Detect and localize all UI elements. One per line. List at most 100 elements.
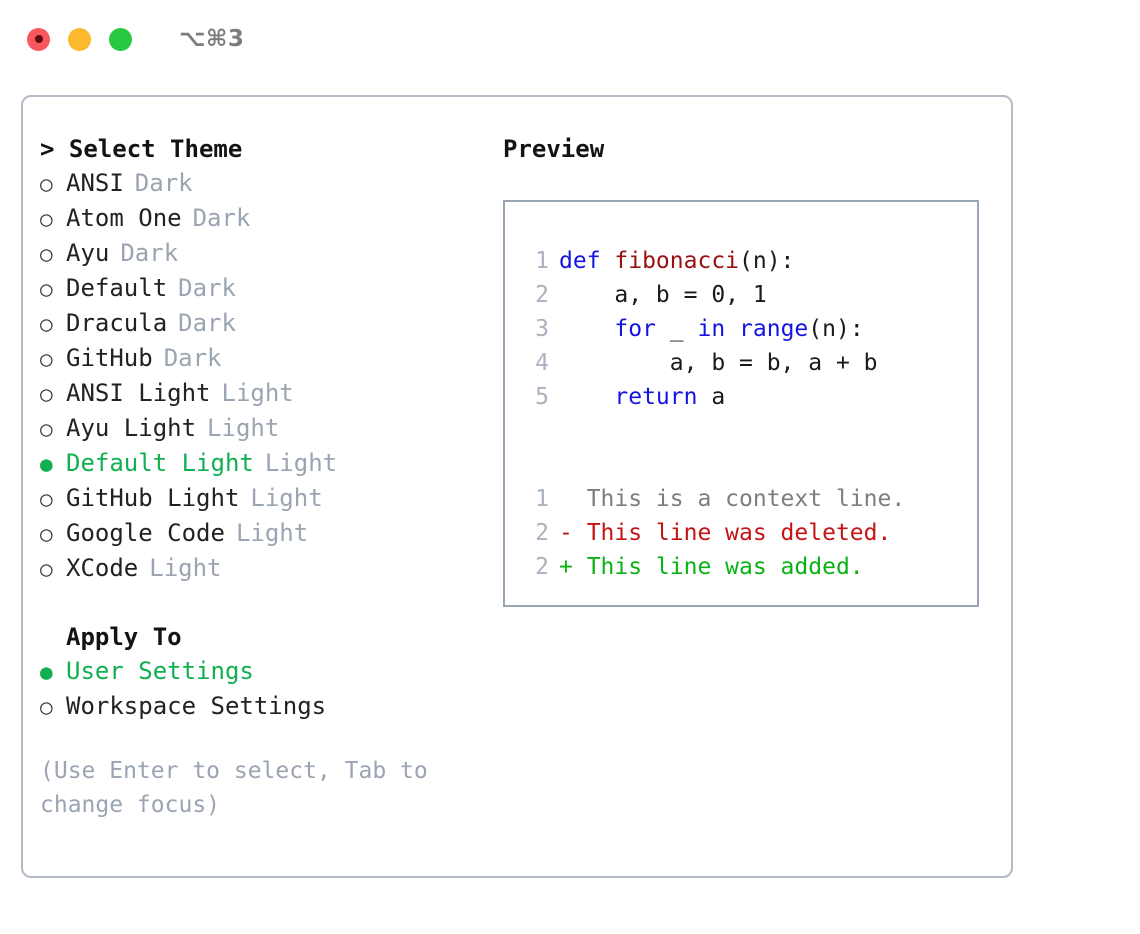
line-number: 2 [535, 554, 549, 580]
diff-text: - This line was deleted. [559, 520, 892, 546]
radio-icon[interactable]: ○ [40, 347, 53, 371]
theme-tag: Dark [192, 204, 251, 232]
theme-tag: Light [235, 519, 309, 547]
code-token: (n): [808, 316, 864, 342]
theme-tag: Dark [120, 239, 179, 267]
line-number: 2 [535, 282, 549, 308]
code-token: _ [669, 316, 698, 342]
diff-text: This is a context line. [559, 486, 906, 512]
code-gap [519, 448, 977, 482]
code-token: range [739, 316, 809, 342]
theme-tag: Light [207, 414, 280, 442]
theme-item-xcode[interactable]: ○ XCode Light [40, 551, 488, 586]
theme-label: Dracula [66, 309, 168, 337]
radio-icon[interactable]: ○ [40, 242, 53, 266]
code-token: a, b = b, a + b [559, 350, 878, 376]
recording-indicator-icon [34, 35, 43, 43]
theme-list: ○ ANSI Dark ○ Atom One Dark ○ Ayu Dark [40, 166, 488, 586]
code-token: a, b = 0, 1 [559, 282, 767, 308]
code-token: fibonacci [614, 248, 740, 274]
apply-to-label: User Settings [66, 657, 254, 685]
theme-item-ayu-light[interactable]: ○ Ayu Light Light [40, 411, 488, 446]
theme-label: ANSI [66, 169, 124, 197]
prompt-caret: > [40, 135, 69, 163]
radio-icon[interactable]: ○ [40, 207, 53, 231]
radio-icon[interactable]: ○ [40, 557, 53, 581]
theme-item-default-light[interactable]: ● Default Light Light [40, 446, 488, 481]
code-token: for [559, 316, 670, 342]
preview-header: Preview [503, 135, 605, 163]
radio-icon-selected[interactable]: ● [40, 452, 53, 476]
theme-label: Google Code [66, 519, 225, 547]
title-bar: ⌥⌘3 [0, 0, 1140, 78]
theme-tag: Light [264, 449, 338, 477]
minimize-button[interactable] [68, 27, 91, 51]
theme-label: Default [66, 274, 168, 302]
theme-tag: Dark [178, 274, 236, 302]
maximize-button[interactable] [109, 27, 132, 51]
shortcut-label: ⌥⌘3 [179, 26, 245, 52]
theme-label: GitHub Light [66, 484, 240, 512]
theme-item-default[interactable]: ○ Default Dark [40, 271, 488, 306]
apply-to-item-workspace-settings[interactable]: ○ Workspace Settings [40, 689, 488, 724]
theme-label: Atom One [66, 204, 182, 232]
theme-label: Ayu Light [66, 414, 197, 442]
diff-line-deleted: 2 - This line was deleted. [519, 516, 977, 550]
diff-line-context: 1 This is a context line. [519, 482, 977, 516]
theme-label: GitHub [66, 344, 153, 372]
theme-selector-column: > Select Theme ○ ANSI Dark ○ Atom One Da… [23, 97, 488, 876]
radio-icon-selected[interactable]: ● [40, 660, 53, 684]
theme-tag: Dark [163, 344, 222, 372]
theme-label: XCode [66, 554, 139, 582]
theme-tag: Dark [178, 309, 236, 337]
close-button[interactable] [27, 27, 50, 51]
radio-icon[interactable]: ○ [40, 417, 53, 441]
theme-item-ansi[interactable]: ○ ANSI Dark [40, 166, 488, 201]
theme-item-dracula[interactable]: ○ Dracula Dark [40, 306, 488, 341]
code-token: in [697, 316, 740, 342]
code-token: (n): [739, 248, 795, 274]
theme-label: Ayu [66, 239, 110, 267]
code-line: 5 return a [519, 380, 977, 414]
list-spacer [40, 586, 488, 620]
line-number: 1 [535, 486, 549, 512]
radio-icon[interactable]: ○ [40, 172, 53, 196]
radio-icon[interactable]: ○ [40, 382, 53, 406]
theme-item-atom-one[interactable]: ○ Atom One Dark [40, 201, 488, 236]
window-controls [27, 27, 132, 51]
main-panel: > Select Theme ○ ANSI Dark ○ Atom One Da… [21, 95, 1013, 878]
line-number: 5 [535, 384, 549, 410]
apply-to-header: Apply To [66, 623, 182, 651]
theme-item-github-light[interactable]: ○ GitHub Light Light [40, 481, 488, 516]
theme-item-github[interactable]: ○ GitHub Dark [40, 341, 488, 376]
code-token: return [559, 384, 712, 410]
radio-icon[interactable]: ○ [40, 487, 53, 511]
radio-icon[interactable]: ○ [40, 312, 53, 336]
apply-to-label: Workspace Settings [66, 692, 327, 720]
code-token: a [711, 384, 726, 410]
theme-tag: Dark [134, 169, 193, 197]
theme-label: Default Light [66, 449, 254, 477]
select-theme-header: > Select Theme [40, 132, 488, 166]
code-line: 1 def fibonacci(n): [519, 244, 977, 278]
radio-icon[interactable]: ○ [40, 695, 53, 719]
theme-item-google-code[interactable]: ○ Google Code Light [40, 516, 488, 551]
diff-line-added: 2 + This line was added. [519, 550, 977, 584]
diff-text: + This line was added. [559, 554, 864, 580]
code-token: def [559, 248, 615, 274]
line-number: 1 [535, 248, 549, 274]
apply-to-item-user-settings[interactable]: ● User Settings [40, 654, 488, 689]
code-line: 4 a, b = b, a + b [519, 346, 977, 380]
apply-to-list: ● User Settings ○ Workspace Settings [40, 654, 488, 724]
theme-tag: Light [149, 554, 222, 582]
line-number: 2 [535, 520, 549, 546]
line-number: 4 [535, 350, 549, 376]
radio-icon[interactable]: ○ [40, 277, 53, 301]
theme-item-ayu[interactable]: ○ Ayu Dark [40, 236, 488, 271]
radio-icon[interactable]: ○ [40, 522, 53, 546]
theme-label: ANSI Light [66, 379, 211, 407]
theme-item-ansi-light[interactable]: ○ ANSI Light Light [40, 376, 488, 411]
select-theme-label: Select Theme [68, 135, 243, 163]
